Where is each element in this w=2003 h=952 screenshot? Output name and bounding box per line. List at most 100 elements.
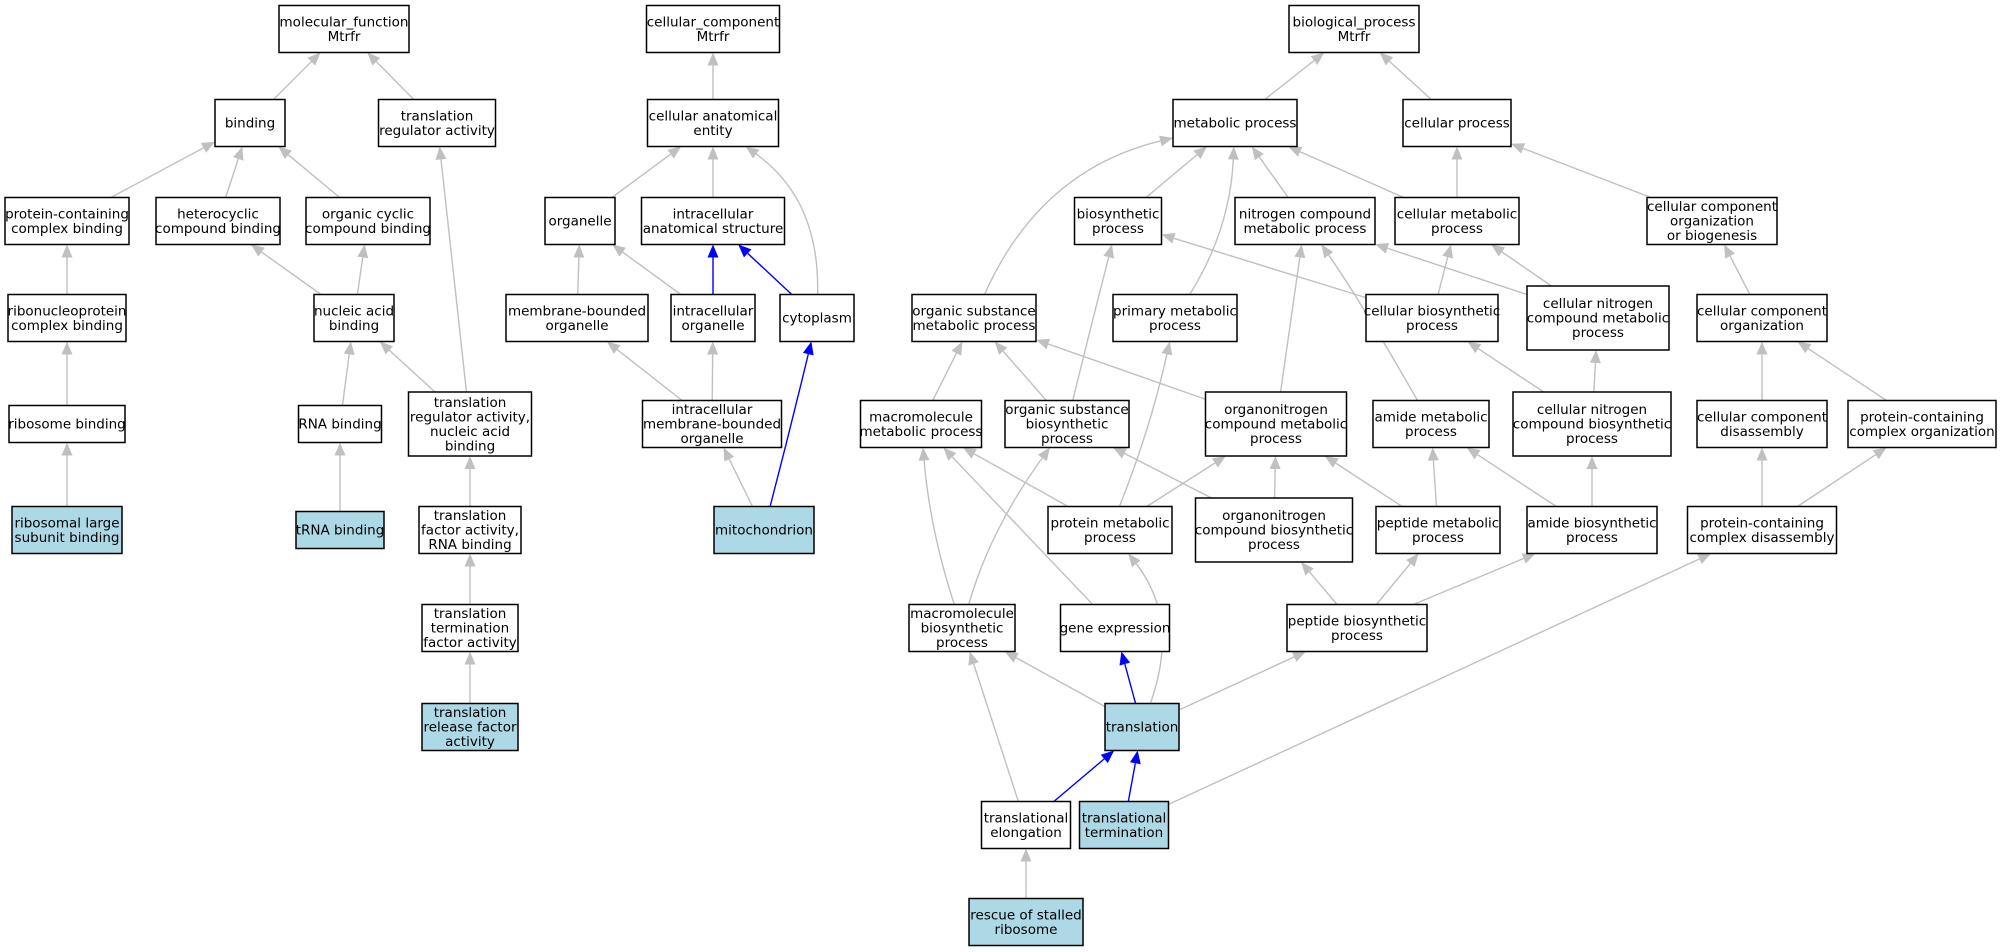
edge-pepmp-to-amp <box>1432 460 1438 507</box>
arrowhead-tterm-to-transl <box>1129 750 1141 765</box>
arrowhead-ribob-to-rnpcb <box>61 341 73 355</box>
arrowhead-tra-to-mf <box>367 52 381 66</box>
arrowhead-mbo-to-organelle <box>573 244 585 258</box>
edge-transl-to-mbp <box>1015 657 1106 708</box>
arrowhead-cyto-to-ias <box>738 244 752 258</box>
node-label-rlsb: ribosomal large <box>14 515 119 531</box>
node-label-osbp: organic substance <box>1005 402 1128 418</box>
node-box-ccob <box>1646 196 1778 246</box>
node-label-rnpcb: complex binding <box>11 318 123 334</box>
arrowhead-pccb-to-binding <box>200 141 215 153</box>
go-term-node-cyto: cytoplasm <box>779 293 855 343</box>
node-label-pccb: complex binding <box>11 221 123 237</box>
edge-cyto-to-ias <box>747 252 793 296</box>
node-label-trfa: activity <box>445 734 495 750</box>
node-label-ias: anatomical structure <box>643 221 784 237</box>
node-box-rsr <box>968 897 1084 947</box>
edge-cncmp-to-ncmp <box>1387 247 1528 296</box>
arrowhead-io-to-organelle <box>612 244 626 257</box>
node-box-amp <box>1372 399 1490 449</box>
node-label-abp: amide biosynthetic <box>1527 515 1656 531</box>
node-label-oncmp: process <box>1250 431 1302 447</box>
arrowhead-nab-to-ocb <box>357 244 369 259</box>
edge-oncmp-to-ncmp <box>1279 257 1301 393</box>
arrowhead-oncbp-to-osbp <box>1112 447 1127 459</box>
node-label-nab: binding <box>329 318 379 334</box>
edge-oncmp-to-osmp <box>1048 343 1206 400</box>
edge-ccob-to-cellp <box>1522 147 1652 199</box>
arrowhead-rlsb-to-ribob <box>61 442 73 456</box>
node-label-mbp: process <box>936 635 988 651</box>
node-label-io: intracellular <box>673 303 754 319</box>
node-label-pmp: primary metabolic <box>1113 303 1237 319</box>
node-label-metp: metabolic process <box>1174 116 1297 132</box>
node-label-rsr: ribosome <box>995 922 1058 938</box>
edge-tranab-to-nab <box>388 349 436 393</box>
arrowhead-mmp-to-osmp <box>951 341 963 356</box>
arrowhead-binding-to-mf <box>307 52 321 66</box>
node-label-ias: intracellular <box>673 206 754 222</box>
node-label-biop: process <box>1092 221 1144 237</box>
node-label-imbo: organelle <box>680 431 743 447</box>
node-label-rlsb: subunit binding <box>15 530 120 546</box>
node-box-cncmp <box>1526 285 1670 351</box>
node-box-ocb <box>305 196 431 246</box>
node-box-tterm <box>1078 800 1170 850</box>
node-box-ias <box>640 196 786 246</box>
edge-cbp-to-biop <box>1173 237 1367 299</box>
arrowhead-ccob-to-cellp <box>1511 143 1526 154</box>
node-label-protmp: protein metabolic <box>1050 515 1169 531</box>
arrowhead-ias-to-cae <box>707 146 719 160</box>
edge-osbp-to-osmp <box>1002 350 1047 401</box>
edge-tterm-to-pccd <box>1168 558 1700 806</box>
node-label-cncmp: compound metabolic <box>1527 311 1669 327</box>
node-label-biop: biosynthetic <box>1077 206 1160 222</box>
arrowhead-rnab-to-nab <box>343 341 355 356</box>
node-label-mbp: biosynthetic <box>921 621 1004 637</box>
arrowhead-pepmp-to-amp <box>1427 447 1439 461</box>
node-label-osmp: metabolic process <box>913 318 1036 334</box>
arrowhead-ge-to-mmp <box>943 447 957 461</box>
node-label-trfa: translation <box>434 705 507 721</box>
edge-imbo-to-mbo <box>616 348 683 402</box>
node-label-pepbp: peptide biosynthetic <box>1288 613 1426 629</box>
edge-transl-to-pepbp <box>1178 656 1295 711</box>
arrowhead-osbp-to-osmp <box>994 341 1008 355</box>
arrowhead-protmp-to-pmp <box>1161 341 1173 356</box>
arrowhead-telong-to-transl <box>1100 750 1115 764</box>
edge-tranab-to-tra <box>440 159 468 393</box>
node-box-cbp <box>1365 293 1499 343</box>
edge-oncbp-to-oncmp <box>1273 468 1276 499</box>
arrowhead-osmp-to-metp <box>1159 135 1173 147</box>
arrowhead-cncmp-to-ncmp <box>1375 243 1390 254</box>
node-label-tra: regulator activity <box>379 123 495 139</box>
node-label-tra: translation <box>401 108 474 124</box>
edge-protmp-to-oncmp <box>1146 462 1216 508</box>
node-label-mf: Mtrfr <box>328 29 361 45</box>
node-label-bp: biological_process <box>1293 14 1416 30</box>
node-box-ttfa <box>421 603 519 653</box>
edge-pepbp-to-oncbp <box>1308 571 1338 605</box>
arrowhead-transl-to-ge <box>1119 651 1131 666</box>
node-label-mito: mitochondrion <box>715 523 813 539</box>
node-label-ccob: cellular component <box>1647 199 1777 215</box>
edge-mbo-to-organelle <box>577 257 580 295</box>
node-label-hcb: heterocyclic <box>177 206 259 222</box>
edge-oncbp-to-osbp <box>1124 452 1212 499</box>
node-label-ocb: organic cyclic <box>322 206 414 222</box>
edge-mito-to-cyto <box>769 353 809 507</box>
node-box-cco <box>1696 293 1828 343</box>
node-label-ccob: organization <box>1670 214 1754 230</box>
edge-protmp-to-mmp <box>973 453 1069 508</box>
node-label-transl: translation <box>1106 720 1179 736</box>
